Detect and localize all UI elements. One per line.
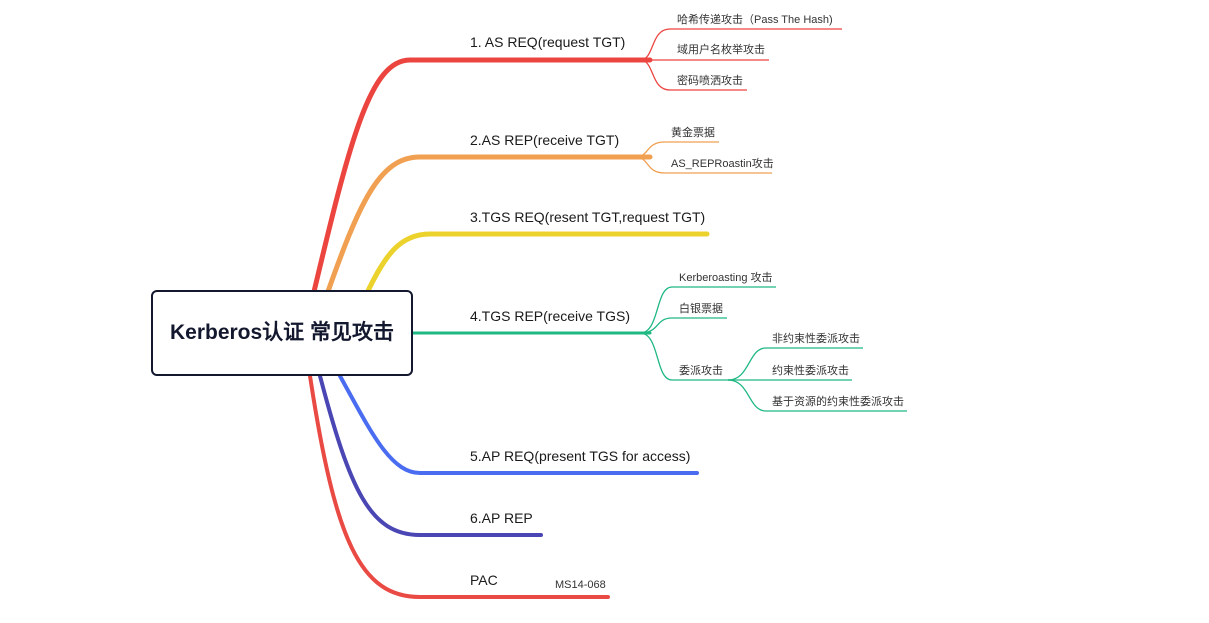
connector-sub-1-3 [639,59,747,91]
branch-4-label[interactable]: 4.TGS REP(receive TGS) [470,308,631,324]
connector-branch-1 [309,57,653,303]
leaf-pass-the-hash[interactable]: 哈希传递攻击（Pass The Hash) [677,14,833,26]
leaf-rbcd[interactable]: 基于资源的约束性委派攻击 [772,396,904,408]
connector-sub-2-1 [634,141,719,158]
leaf-ms14-068[interactable]: MS14-068 [555,579,606,591]
connector-branch-5 [338,374,699,475]
connector-branch-6 [318,374,543,537]
connector-sub-4-3-1 [727,347,863,381]
root-title: Kerberos认证 常见攻击 [169,320,395,344]
connector-branch-7 [308,374,610,599]
connector-branch-3 [363,231,710,298]
branch-6-label[interactable]: 6.AP REP [470,510,533,526]
connector-sub-1-1 [639,28,842,61]
leaf-username-enum[interactable]: 域用户名枚举攻击 [677,44,765,56]
connector-sub-2-2 [634,156,772,174]
connector-sub-4-3-3 [727,379,907,412]
branch-1-label[interactable]: 1. AS REQ(request TGT) [470,34,626,50]
branch-3-label[interactable]: 3.TGS REQ(resent TGT,request TGT) [470,209,706,225]
root-node[interactable]: Kerberos认证 常见攻击 [151,290,413,376]
connector-branch-2 [322,154,653,303]
leaf-silver-ticket[interactable]: 白银票据 [679,303,723,315]
connector-sub-4-3 [639,332,730,381]
connector-sub-4-1 [639,286,776,334]
leaf-unconstrained-delegation[interactable]: 非约束性委派攻击 [772,333,860,345]
leaf-asrep-roasting[interactable]: AS_REPRoastin攻击 [671,158,774,170]
branch-5-label[interactable]: 5.AP REQ(present TGS for access) [470,448,691,464]
branch-2-label[interactable]: 2.AS REP(receive TGT) [470,132,620,148]
branch-7-label[interactable]: PAC [470,572,498,588]
leaf-delegation[interactable]: 委派攻击 [679,365,723,377]
leaf-golden-ticket[interactable]: 黄金票据 [671,127,715,139]
connector-sub-4-2 [639,317,727,334]
leaf-kerberoasting[interactable]: Kerberoasting 攻击 [679,272,773,284]
leaf-password-spray[interactable]: 密码喷洒攻击 [677,75,743,87]
leaf-constrained-delegation[interactable]: 约束性委派攻击 [772,365,849,377]
